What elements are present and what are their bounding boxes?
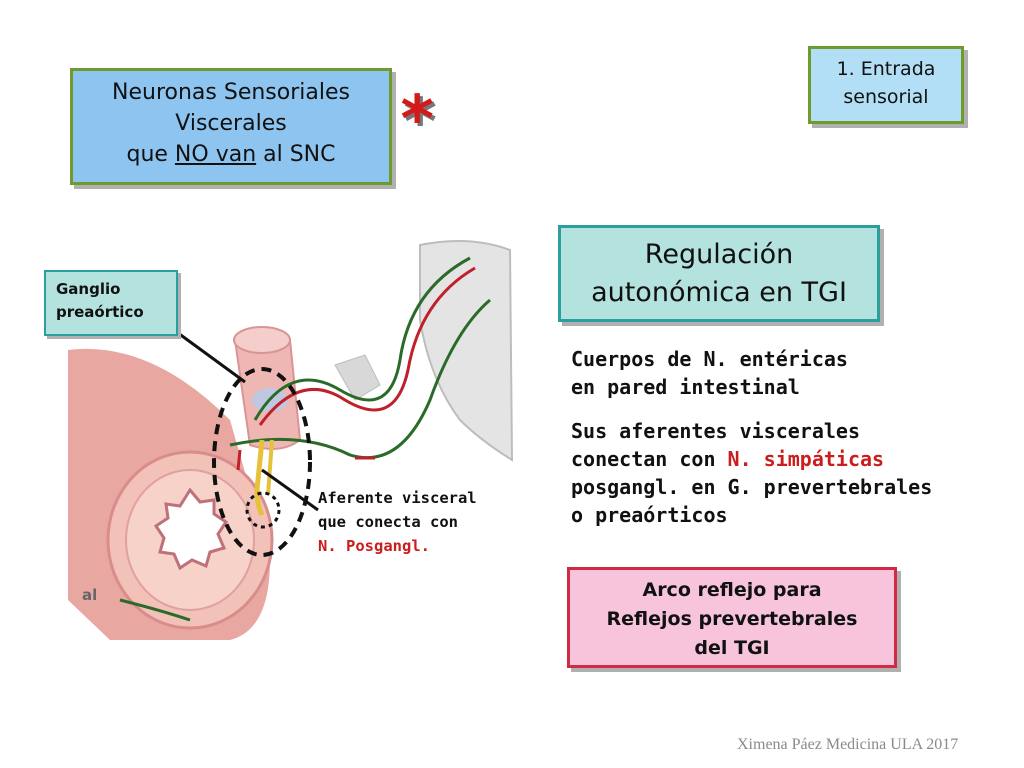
spinal-cord — [334, 240, 514, 462]
body-p2-line-1: Sus aferentes viscerales — [571, 419, 860, 443]
afferent-label: Aferente visceral que conecta con N. Pos… — [318, 486, 477, 558]
ganglion-line-1: Ganglio — [56, 280, 121, 298]
ganglion-label-box: Ganglio preaórtico — [44, 270, 178, 336]
regulation-line-1: Regulación — [644, 239, 794, 270]
title-line-3-suffix: al SNC — [256, 142, 336, 167]
reflex-line-3: del TGI — [694, 637, 770, 659]
title-line-2: Viscerales — [175, 111, 287, 136]
asterisk-mark: * — [398, 83, 437, 157]
body-p2-line-2: conectan con N. simpáticas — [571, 445, 932, 473]
pointer-lines — [177, 331, 319, 512]
reflex-arc-box: Arco reflejo para Reflejos prevertebrale… — [567, 567, 897, 668]
entry-line-1: 1. Entrada — [836, 58, 936, 80]
footer-credit: Ximena Páez Medicina ULA 2017 — [737, 736, 959, 753]
intestine-wall — [68, 348, 274, 640]
highlight-ellipses — [212, 367, 312, 557]
entry-line-2: sensorial — [843, 86, 929, 108]
sympathetic-highlight: N. simpáticas — [727, 447, 885, 471]
ganglion-line-2: preaórtico — [56, 303, 144, 321]
title-line-1: Neuronas Sensoriales — [112, 80, 350, 105]
body-text: Cuerpos de N. entéricas en pared intesti… — [571, 345, 932, 529]
title-line-3-prefix: que — [126, 142, 175, 167]
reflex-line-2: Reflejos prevertebrales — [606, 608, 858, 630]
body-p2-line-4: o preaórticos — [571, 503, 728, 527]
regulation-line-2: autonómica en TGI — [591, 277, 847, 308]
title-underlined-phrase: NO van — [174, 142, 257, 167]
afferent-line-1: Aferente visceral — [318, 489, 477, 507]
reflex-line-1: Arco reflejo para — [642, 579, 822, 601]
body-p1-line-1: Cuerpos de N. entéricas — [571, 347, 848, 371]
body-p2-line-2-prefix: conectan con — [571, 447, 728, 471]
afferent-line-2: que conecta con — [318, 513, 458, 531]
illustration-fragment-text: al — [82, 586, 98, 604]
title-box: Neuronas Sensoriales Viscerales que NO v… — [70, 68, 392, 185]
nerve-fibers — [119, 256, 491, 622]
body-p2-line-3: posgangl. en G. prevertebrales — [571, 475, 933, 499]
regulation-box: Regulación autonómica en TGI — [558, 225, 880, 322]
entry-box: 1. Entrada sensorial — [808, 46, 964, 124]
body-p1-line-2: en pared intestinal — [571, 375, 800, 399]
title-line-3: que NO van al SNC — [73, 139, 389, 170]
afferent-line-3: N. Posgangl. — [318, 537, 430, 555]
